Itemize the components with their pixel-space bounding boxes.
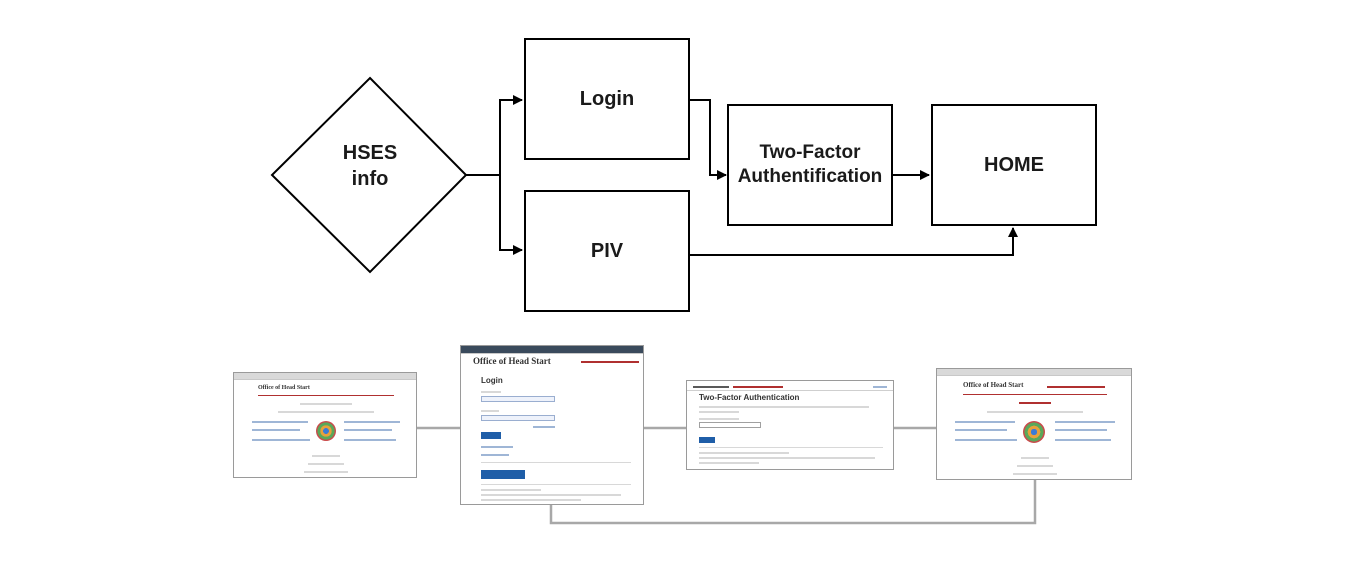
thumb-link-line xyxy=(344,439,396,441)
thumb-divider xyxy=(699,447,883,448)
thumb-link-line xyxy=(873,386,887,388)
thumb-text-line xyxy=(699,406,869,408)
thumb-text-line xyxy=(699,411,739,413)
thumb-red-text xyxy=(1019,402,1051,404)
thumb-text-line xyxy=(481,499,581,501)
thumb-link-line xyxy=(252,439,310,441)
two-factor-box: Two-Factor Authentification xyxy=(727,104,893,226)
thumb-text-line xyxy=(987,411,1083,413)
thumbnail-two-factor-page: Two-Factor Authentication xyxy=(686,380,894,470)
thumb-link-line xyxy=(481,454,509,456)
thumb-logo: Office of Head Start xyxy=(258,385,310,391)
arrow-hses-to-piv xyxy=(499,175,523,255)
thumb-text-line xyxy=(699,462,759,464)
thumb-text-line xyxy=(481,494,621,496)
thumb-logo: Office of Head Start xyxy=(963,381,1024,389)
piv-label: PIV xyxy=(590,239,624,262)
thumb-browser-bar xyxy=(937,369,1131,376)
thumb-browser-bar xyxy=(461,346,643,354)
thumb-red-text xyxy=(1047,386,1105,388)
thumb-text-line xyxy=(278,411,374,413)
thumb-text-line xyxy=(1013,473,1057,475)
thumb-browser-bar xyxy=(234,373,416,380)
thumb-text-line xyxy=(1021,457,1049,459)
home-box: HOME xyxy=(931,104,1097,226)
thumb-login-button xyxy=(481,432,501,439)
arrow-piv-to-home xyxy=(690,227,1018,256)
login-box: Login xyxy=(524,38,690,160)
thumbnail-login-page: Office of Head Start Login xyxy=(460,345,644,505)
thumb-link-line xyxy=(1055,439,1111,441)
thumb-text-line xyxy=(481,391,501,393)
thumb-piv-button xyxy=(481,470,525,479)
thumb-text-line xyxy=(300,403,352,405)
thumb-link-line xyxy=(481,446,513,448)
thumb-page-title: Login xyxy=(481,376,503,385)
piv-box: PIV xyxy=(524,190,690,312)
thumb-link-line xyxy=(955,429,1007,431)
thumb-rule xyxy=(963,394,1107,395)
arrow-login-to-two-factor xyxy=(690,99,727,180)
thumb-text-line xyxy=(699,452,789,454)
thumb-link-line xyxy=(1055,429,1107,431)
thumb-link-line xyxy=(252,429,300,431)
two-factor-label: Two-Factor Authentification xyxy=(737,142,883,187)
thumb-connector-login-to-home xyxy=(549,480,1037,525)
thumb-emblem xyxy=(1023,421,1045,443)
thumb-link-line xyxy=(1055,421,1115,423)
login-label: Login xyxy=(579,87,635,110)
thumb-text-line xyxy=(312,455,340,457)
thumb-emblem xyxy=(316,421,336,441)
thumb-link-line xyxy=(344,421,400,423)
thumb-red-text xyxy=(733,386,783,388)
thumb-logo: Office of Head Start xyxy=(473,356,551,366)
thumb-username-field xyxy=(481,396,555,402)
thumb-link-line xyxy=(955,421,1015,423)
thumb-text-line xyxy=(481,489,541,491)
thumb-link-line xyxy=(252,421,308,423)
thumbnail-info-page: Office of Head Start xyxy=(233,372,417,478)
thumb-divider xyxy=(481,462,631,463)
thumb-link-line xyxy=(344,429,392,431)
home-label: HOME xyxy=(984,153,1044,176)
thumb-text-line xyxy=(699,457,875,459)
thumb-link-line xyxy=(533,426,555,428)
thumb-text-line xyxy=(699,418,739,420)
thumb-rule xyxy=(258,395,394,396)
thumb-red-text xyxy=(581,361,639,363)
thumb-link-line xyxy=(955,439,1017,441)
thumb-text-line xyxy=(304,471,348,473)
thumb-password-field xyxy=(481,415,555,421)
thumb-verify-button xyxy=(699,437,715,443)
thumb-page-title: Two-Factor Authentication xyxy=(699,393,800,402)
hses-info-diamond xyxy=(270,76,468,274)
thumb-code-field xyxy=(699,422,761,428)
thumb-text-line xyxy=(308,463,344,465)
thumb-divider xyxy=(687,390,893,391)
thumb-header-rule xyxy=(693,386,729,388)
thumb-divider xyxy=(481,484,631,485)
hses-info-label: HSES info xyxy=(342,142,398,190)
thumb-text-line xyxy=(481,410,499,412)
thumb-text-line xyxy=(1017,465,1053,467)
arrow-hses-to-login xyxy=(466,95,523,176)
thumbnail-home-page: Office of Head Start xyxy=(936,368,1132,480)
